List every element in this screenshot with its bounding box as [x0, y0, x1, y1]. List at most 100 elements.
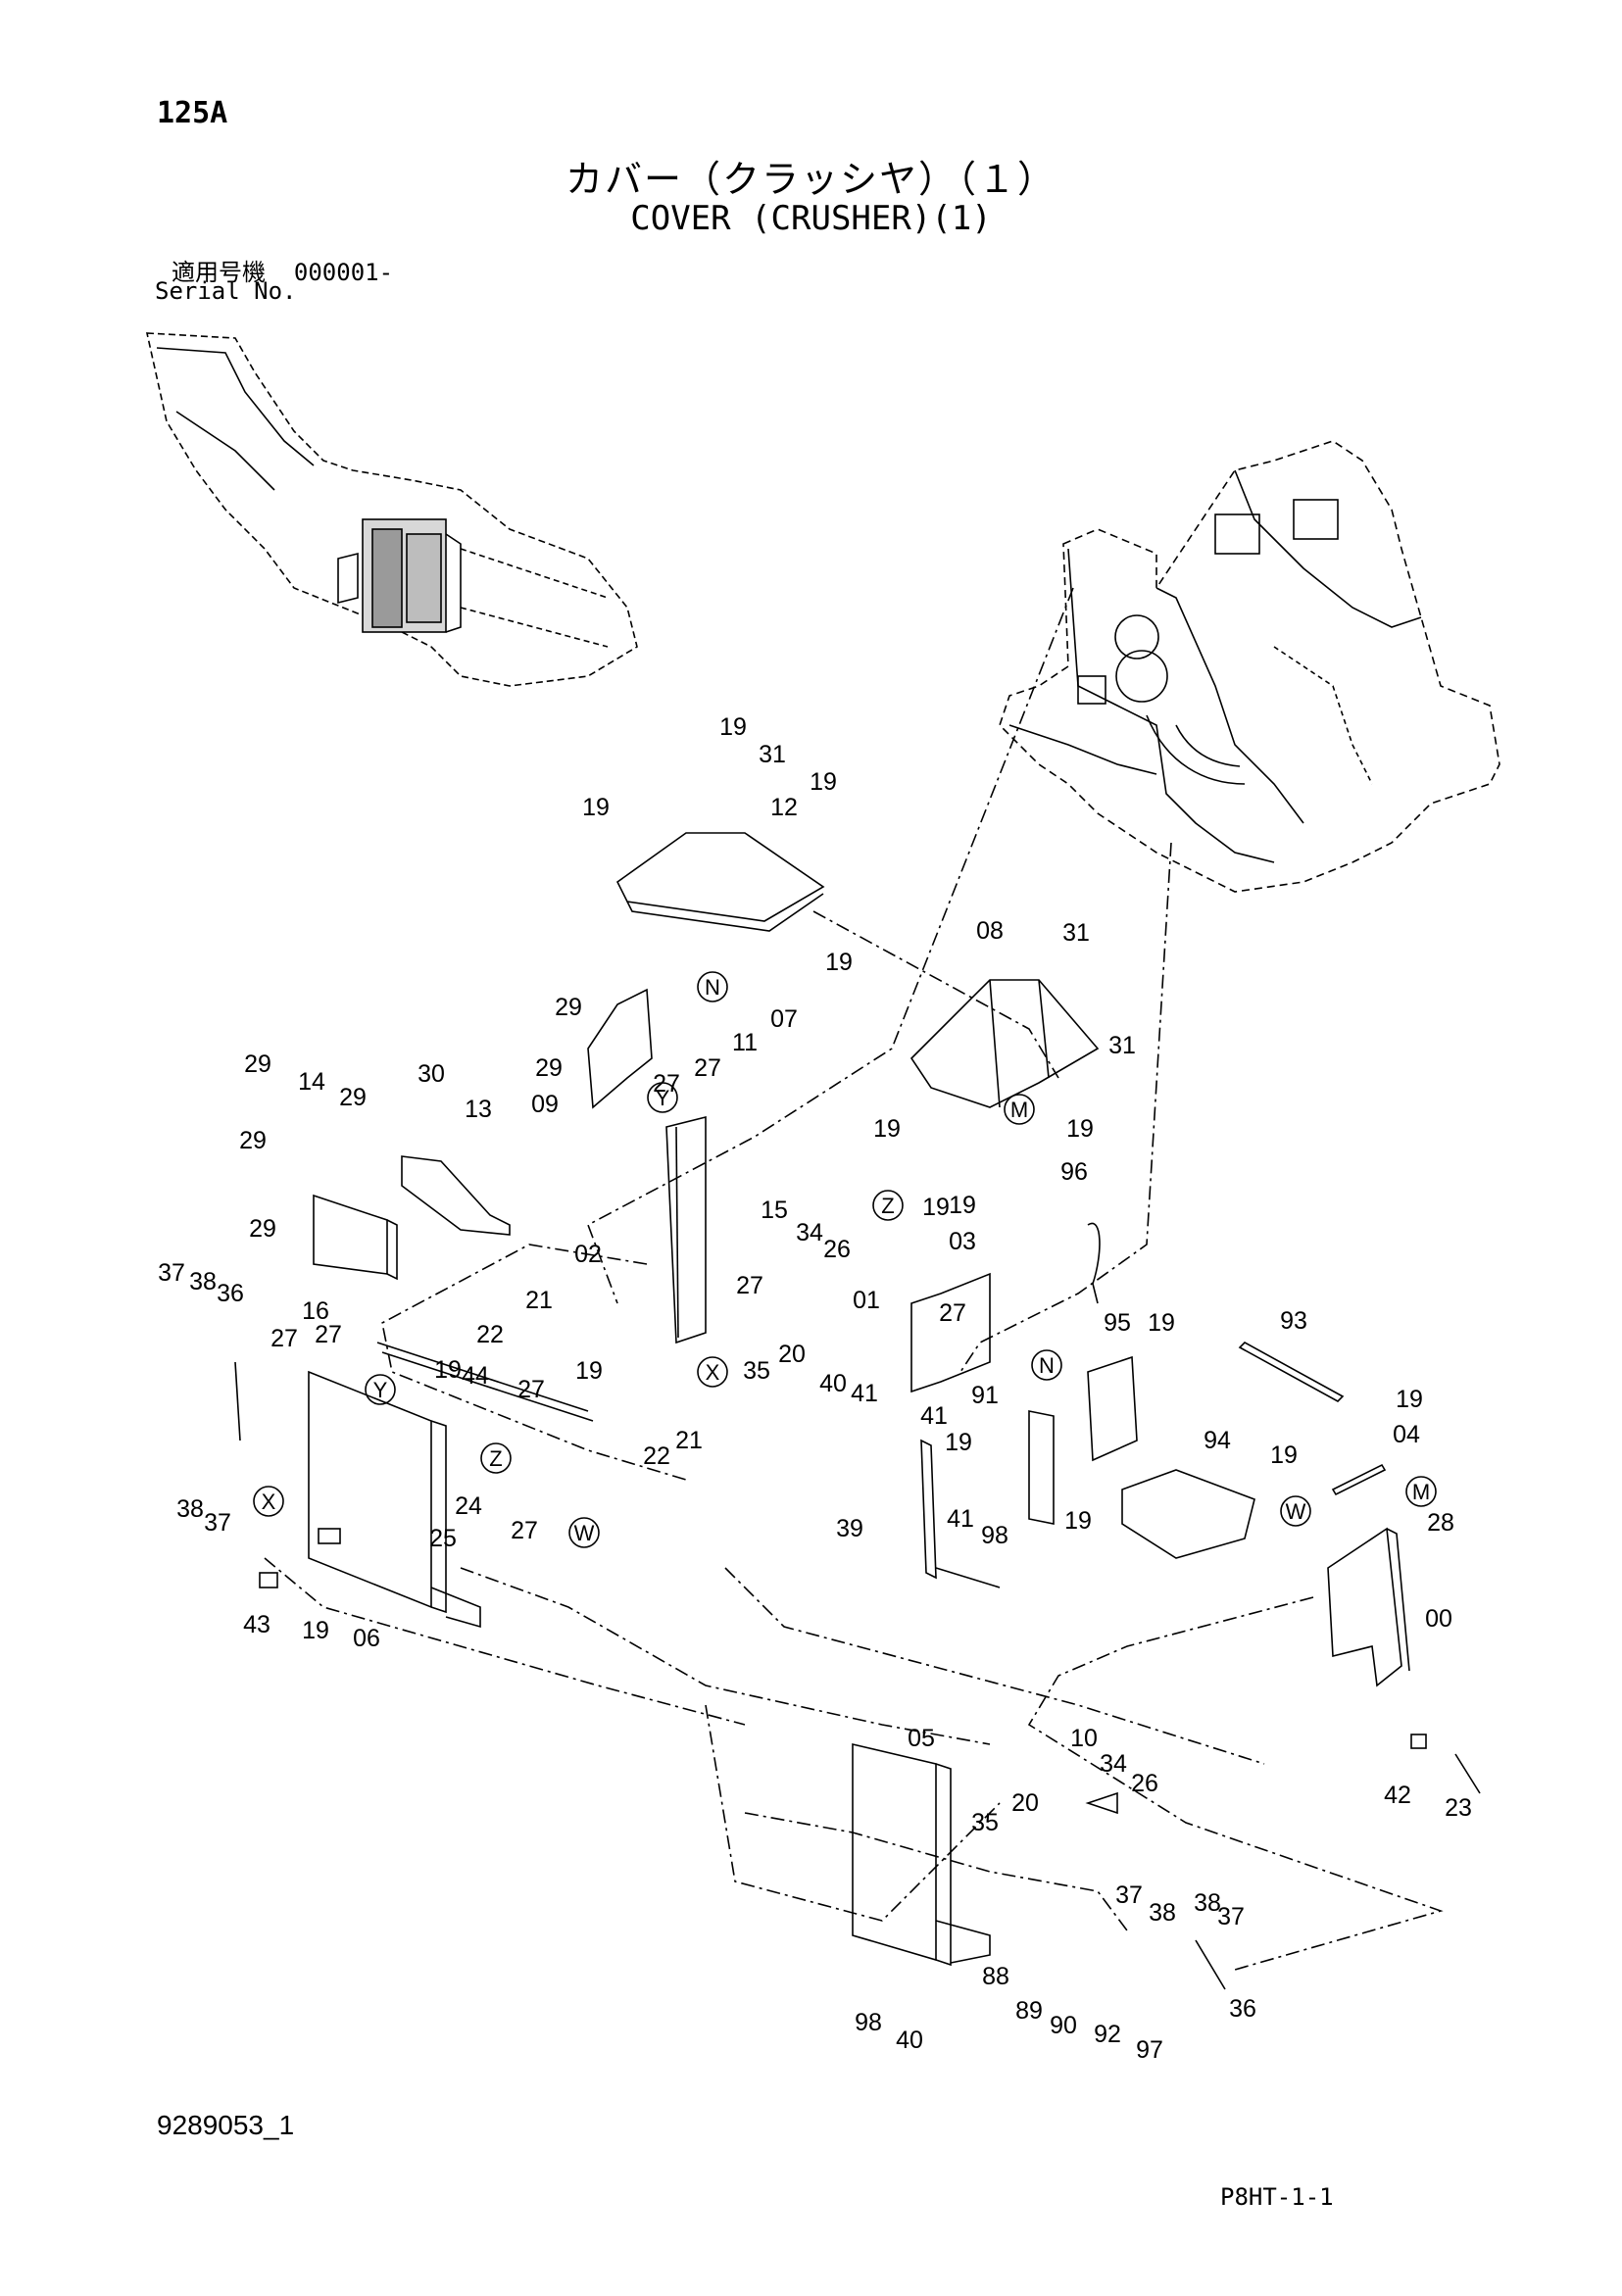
part-callout-25: 25 [429, 1525, 457, 1552]
part-callout-04: 04 [1393, 1421, 1420, 1448]
part-callout-43: 43 [243, 1611, 270, 1638]
part-callout-35: 35 [743, 1357, 770, 1385]
part-callout-19: 19 [949, 1192, 976, 1219]
part-94-tray [1121, 1469, 1255, 1559]
part-00-panel [1327, 1527, 1402, 1687]
page-number: 125A [157, 96, 228, 130]
document-id: 9289053_1 [157, 2110, 295, 2140]
part-callout-29: 29 [239, 1127, 267, 1154]
part-callout-29: 29 [339, 1084, 367, 1111]
part-callout-28: 28 [1427, 1509, 1454, 1537]
part-callout-21: 21 [525, 1287, 553, 1314]
part-04-rod [1331, 1463, 1387, 1496]
part-callout-15: 15 [761, 1197, 788, 1224]
part-callout-29: 29 [249, 1215, 276, 1243]
part-callout-19: 19 [1148, 1309, 1175, 1337]
part-callout-08: 08 [976, 917, 1004, 945]
reference-marker-N: N [1031, 1349, 1062, 1381]
part-callout-12: 12 [770, 794, 798, 821]
part-callout-90: 90 [1050, 2012, 1077, 2039]
part-02-upright [665, 1115, 707, 1344]
part-callout-31: 31 [759, 741, 786, 768]
part-callout-37: 37 [1217, 1903, 1245, 1930]
part-callout-29: 29 [244, 1050, 271, 1078]
part-callout-22: 22 [643, 1442, 670, 1470]
part-callout-06: 06 [353, 1625, 380, 1652]
part-callout-19: 19 [922, 1194, 950, 1221]
part-callout-19: 19 [1066, 1115, 1094, 1143]
svg-text:Z: Z [881, 1194, 894, 1218]
part-callout-95: 95 [1104, 1309, 1131, 1337]
part-callout-41: 41 [920, 1402, 948, 1430]
machine-overview-sketch [145, 332, 638, 687]
reference-marker-M: M [1004, 1094, 1035, 1125]
crusher-frame-sketch [999, 440, 1500, 893]
serial-label-english: Serial No. [155, 277, 297, 305]
part-callout-22: 22 [476, 1321, 504, 1348]
part-callout-23: 23 [1445, 1794, 1472, 1822]
part-callout-29: 29 [555, 994, 582, 1021]
reference-marker-Z: Z [872, 1190, 904, 1221]
serial-label-japanese: 適用号機 [172, 259, 266, 286]
part-bar-22 [376, 1342, 589, 1412]
part-callout-37: 37 [1115, 1881, 1143, 1909]
part-callout-27: 27 [315, 1321, 342, 1348]
part-01-frame [910, 1272, 991, 1393]
svg-text:M: M [1412, 1480, 1430, 1504]
part-callout-11: 11 [732, 1029, 758, 1056]
part-callout-26: 26 [823, 1236, 851, 1263]
svg-text:W: W [574, 1521, 595, 1545]
part-callout-13: 13 [465, 1096, 492, 1123]
part-callout-91: 91 [971, 1382, 999, 1409]
part-06-side-panel [308, 1370, 432, 1609]
part-callout-38: 38 [1149, 1899, 1176, 1927]
part-14-panel [313, 1194, 388, 1275]
svg-text:N: N [705, 975, 720, 1000]
part-callout-29: 29 [535, 1054, 563, 1082]
svg-text:X: X [262, 1490, 276, 1514]
part-callout-14: 14 [298, 1068, 325, 1096]
part-callout-35: 35 [971, 1809, 999, 1836]
part-callout-42: 42 [1384, 1782, 1411, 1809]
part-callout-19: 19 [810, 768, 837, 796]
part-callout-05: 05 [908, 1725, 935, 1752]
part-callout-27: 27 [694, 1054, 721, 1082]
part-callout-27: 27 [517, 1376, 545, 1403]
part-callout-98: 98 [981, 1522, 1008, 1549]
part-callout-37: 37 [204, 1509, 231, 1537]
part-callout-00: 00 [1425, 1605, 1452, 1633]
part-23 [1454, 1753, 1481, 1794]
part-05-side-panel [852, 1742, 937, 1962]
part-callout-09: 09 [531, 1091, 559, 1118]
part-callout-20: 20 [778, 1341, 806, 1368]
part-callout-34: 34 [1100, 1750, 1127, 1778]
part-callout-40: 40 [896, 2027, 923, 2054]
part-callout-38: 38 [1194, 1889, 1221, 1917]
part-callout-31: 31 [1062, 919, 1090, 947]
part-callout-10: 10 [1070, 1725, 1098, 1752]
part-callout-98: 98 [855, 2009, 882, 2036]
svg-text:Z: Z [489, 1446, 502, 1471]
part-callout-27: 27 [270, 1325, 298, 1352]
part-callout-38: 38 [176, 1495, 204, 1523]
svg-text:Y: Y [656, 1086, 670, 1110]
part-callout-89: 89 [1015, 1997, 1043, 2025]
part-callout-40: 40 [819, 1370, 847, 1397]
part-callout-21: 21 [675, 1427, 703, 1454]
part-callout-19: 19 [945, 1429, 972, 1456]
reference-marker-X: X [253, 1486, 284, 1517]
part-callout-20: 20 [1011, 1789, 1039, 1817]
part-callout-24: 24 [455, 1492, 482, 1520]
part-callout-19: 19 [575, 1357, 603, 1385]
part-callout-88: 88 [982, 1963, 1009, 1990]
part-95-plate [1087, 1355, 1138, 1462]
part-91-plate [1028, 1410, 1055, 1525]
part-39-strut [920, 1439, 937, 1580]
part-callout-27: 27 [939, 1299, 966, 1327]
part-08-hood [909, 979, 1100, 1108]
part-callout-19: 19 [719, 713, 747, 741]
part-callout-19: 19 [434, 1356, 462, 1384]
part-callout-37: 37 [158, 1259, 185, 1287]
